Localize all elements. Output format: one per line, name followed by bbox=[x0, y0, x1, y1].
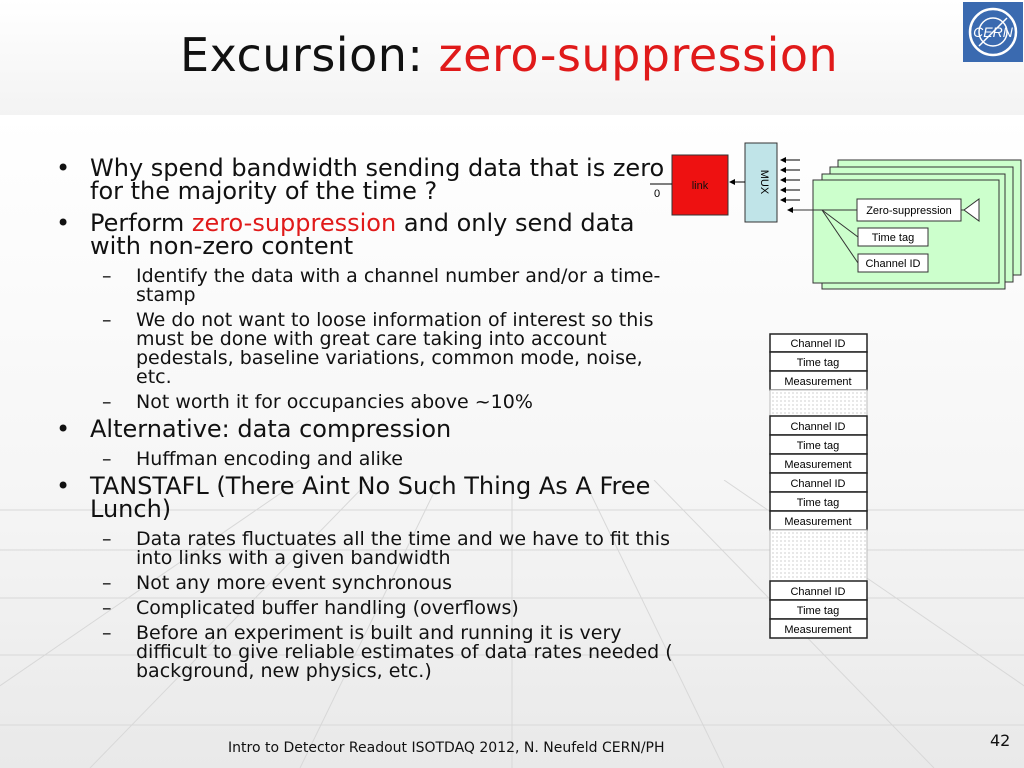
mux-box bbox=[744, 142, 778, 223]
input-triangle bbox=[963, 198, 980, 222]
record-measurement-label: Measurement bbox=[784, 516, 851, 528]
record-time-tag-label: Time tag bbox=[797, 497, 839, 509]
zero-suppression-label: Zero-suppression bbox=[866, 205, 952, 217]
bullet-text: Why spend bandwidth sending data that is… bbox=[90, 154, 665, 205]
bullet-item: •Perform zero-suppression and only send … bbox=[56, 209, 635, 260]
record-channel-id-label: Channel ID bbox=[790, 421, 845, 433]
record-measurement-label: Measurement bbox=[784, 624, 851, 636]
record-time-tag-label: Time tag bbox=[797, 440, 839, 452]
record-measurement bbox=[769, 618, 868, 639]
sub-bullet-item: –Data rates fluctuates all the time and … bbox=[102, 528, 670, 569]
record-measurement-label: Measurement bbox=[784, 376, 851, 388]
sub-bullet-text: Huffman encoding and alike bbox=[136, 448, 403, 470]
sub-bullet-text: Not any more event synchronous bbox=[136, 572, 453, 594]
footer-text: Intro to Detector Readout ISOTDAQ 2012, … bbox=[228, 740, 665, 756]
empty-slot bbox=[769, 389, 868, 417]
empty-slot bbox=[769, 529, 868, 582]
page-number: 42 bbox=[990, 731, 1011, 750]
title-highlight-text: zero-suppression bbox=[438, 28, 839, 82]
sub-bullet-text: We do not want to loose information of i… bbox=[136, 309, 654, 388]
bullet-text: and only send data with non-zero content bbox=[90, 209, 635, 260]
title-background bbox=[0, 0, 1024, 115]
slide-title: Excursion: zero-suppression bbox=[180, 28, 838, 82]
sub-bullet-item: –Complicated buffer handling (overflows) bbox=[102, 597, 519, 619]
sub-bullet-text: Not worth it for occupancies above ~10% bbox=[136, 391, 533, 413]
sub-bullet-text: Data rates fluctuates all the time and w… bbox=[136, 528, 670, 569]
sub-bullet-item: –Before an experiment is built and runni… bbox=[102, 622, 673, 682]
cern-logo: CERN bbox=[963, 2, 1023, 62]
bullet-text: TANSTAFL (There Aint No Such Thing As A … bbox=[90, 472, 651, 523]
record-time-tag-label: Time tag bbox=[797, 357, 839, 369]
bullet-text: Alternative: data compression bbox=[90, 415, 452, 443]
record-channel-id-label: Channel ID bbox=[790, 338, 845, 350]
mux-label: MUX bbox=[758, 170, 770, 195]
record-time-tag-label: Time tag bbox=[797, 605, 839, 617]
channel-id-label: Channel ID bbox=[865, 258, 920, 270]
bullet-item: •Alternative: data compression bbox=[56, 415, 452, 443]
perspective-floor-grid bbox=[0, 480, 1024, 768]
sub-bullet-item: –We do not want to loose information of … bbox=[102, 309, 654, 388]
sub-bullet-item: –Not any more event synchronous bbox=[102, 572, 453, 594]
sub-bullet-item: –Not worth it for occupancies above ~10% bbox=[102, 391, 533, 413]
title-main-text: Excursion: bbox=[180, 28, 439, 82]
link-zero-label: 0 bbox=[654, 188, 660, 200]
bullet-item: •TANSTAFL (There Aint No Such Thing As A… bbox=[56, 472, 651, 523]
record-measurement-label: Measurement bbox=[784, 459, 851, 471]
bullet-list: •Why spend bandwidth sending data that i… bbox=[50, 154, 680, 687]
link-label: link bbox=[692, 180, 709, 192]
record-channel-id-label: Channel ID bbox=[790, 478, 845, 490]
bullet-text: Perform bbox=[90, 209, 192, 237]
sub-bullet-text: Complicated buffer handling (overflows) bbox=[136, 597, 519, 619]
bullet-item: •Why spend bandwidth sending data that i… bbox=[56, 154, 665, 205]
record-channel-id-label: Channel ID bbox=[790, 586, 845, 598]
sub-bullet-text: Identify the data with a channel number … bbox=[136, 265, 661, 306]
sub-bullet-text: Before an experiment is built and runnin… bbox=[136, 622, 673, 682]
svg-text:CERN: CERN bbox=[973, 24, 1014, 40]
data-stream-diagram: Channel ID Time tag Measurement Channel … bbox=[769, 333, 868, 639]
sub-bullet-item: –Identify the data with a channel number… bbox=[102, 265, 661, 306]
time-tag-label: Time tag bbox=[872, 232, 914, 244]
sub-bullet-item: –Huffman encoding and alike bbox=[102, 448, 403, 470]
readout-diagram: Zero-suppression Time tag Channel ID MUX… bbox=[650, 142, 1022, 290]
bullet-highlight: zero-suppression bbox=[191, 209, 397, 237]
link-box bbox=[671, 154, 729, 216]
